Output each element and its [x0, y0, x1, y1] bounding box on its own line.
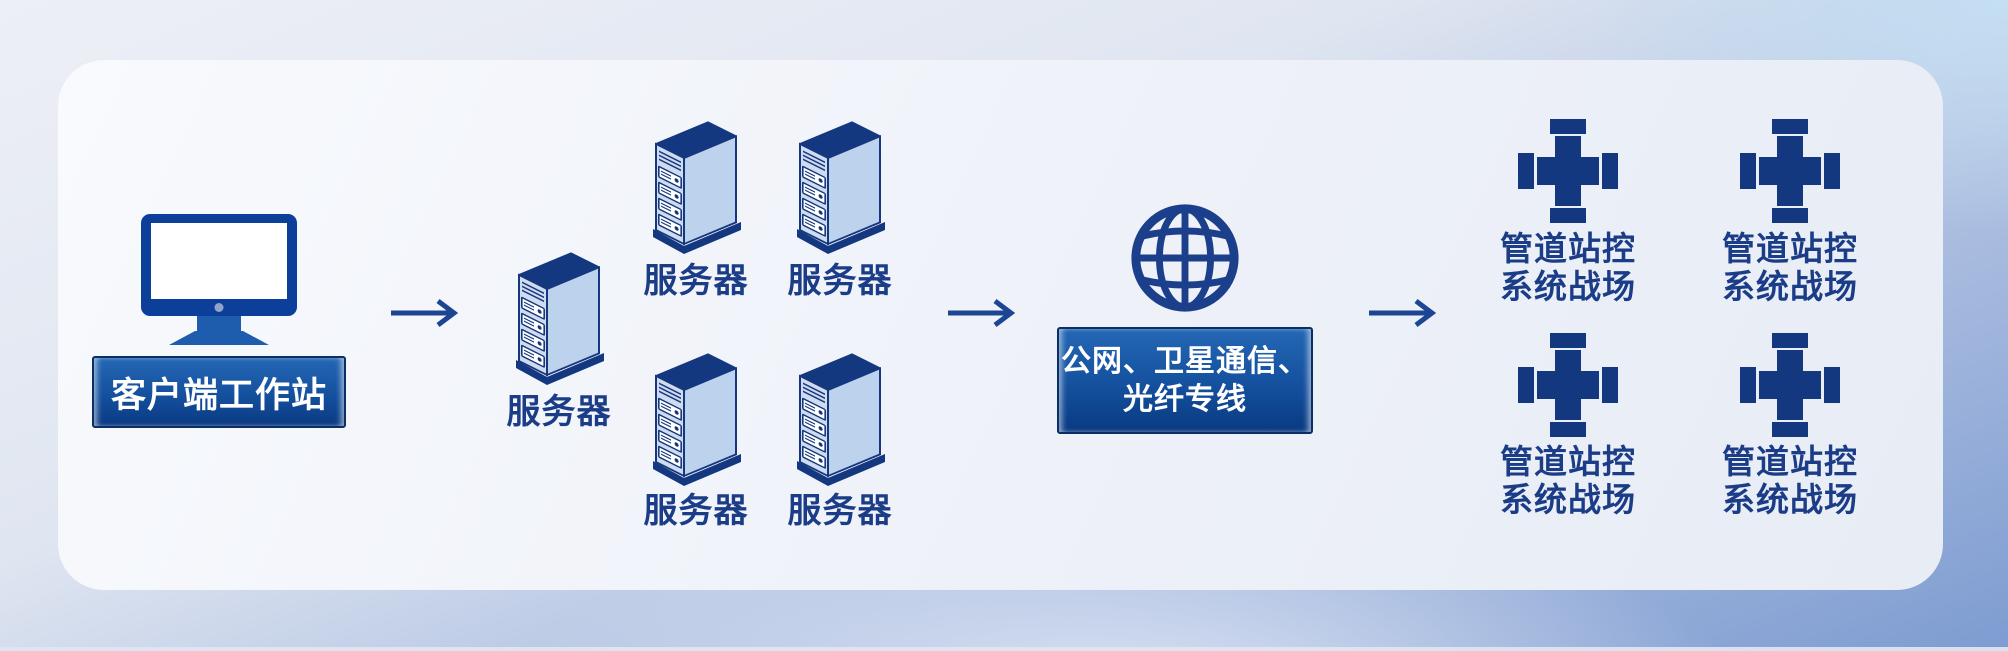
station-label-line2: 系统战场 [1500, 268, 1636, 305]
server-tower-icon [796, 345, 888, 491]
pipe-junction-icon [1518, 119, 1618, 223]
network-link-line1: 公网、卫星通信、 [1061, 344, 1309, 378]
station-label: 管道站控 系统战场 [1483, 230, 1653, 306]
station-label-line2: 系统战场 [1722, 481, 1858, 518]
monitor-icon [140, 213, 298, 347]
network-link-line2: 光纤专线 [1123, 382, 1247, 416]
station-label-line1: 管道站控 [1722, 443, 1858, 480]
server-label: 服务器 [787, 262, 893, 300]
station-label-line2: 系统战场 [1500, 481, 1636, 518]
station-label: 管道站控 系统战场 [1705, 443, 1875, 519]
arrow-right-icon [388, 298, 470, 328]
arrow-right-icon [1366, 298, 1448, 328]
server-tower-icon [515, 244, 607, 390]
server-label: 服务器 [787, 492, 893, 530]
server-tower-icon [652, 345, 744, 491]
pipe-junction-icon [1740, 119, 1840, 223]
server-label: 服务器 [643, 262, 749, 300]
server-label: 服务器 [506, 393, 612, 431]
arrow-right-icon [945, 298, 1027, 328]
globe-icon [1126, 199, 1244, 317]
station-label-line1: 管道站控 [1500, 443, 1636, 480]
station-label-line1: 管道站控 [1722, 230, 1858, 267]
station-label: 管道站控 系统战场 [1705, 230, 1875, 306]
client-workstation-label: 客户端工作站 [92, 356, 346, 428]
station-label-line1: 管道站控 [1500, 230, 1636, 267]
server-tower-icon [652, 113, 744, 259]
server-label: 服务器 [643, 492, 749, 530]
station-label: 管道站控 系统战场 [1483, 443, 1653, 519]
pipe-junction-icon [1740, 333, 1840, 437]
station-label-line2: 系统战场 [1722, 268, 1858, 305]
diagram-card [58, 60, 1943, 590]
client-workstation-text: 客户端工作站 [110, 375, 327, 415]
server-tower-icon [796, 113, 888, 259]
pipe-junction-icon [1518, 333, 1618, 437]
network-link-label: 公网、卫星通信、 光纤专线 [1057, 327, 1313, 434]
